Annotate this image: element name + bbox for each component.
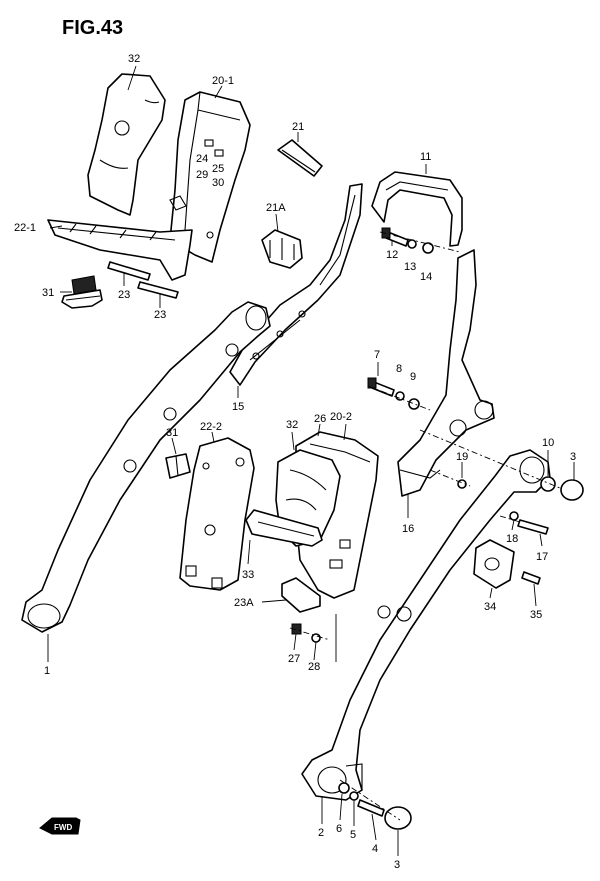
- part-22-2-bracket-lower: [179, 437, 255, 591]
- callout-21a: 21A: [266, 202, 286, 214]
- callout-16: 16: [402, 523, 414, 535]
- callout-10: 10: [542, 437, 554, 449]
- callout-29: 29: [196, 169, 208, 181]
- part-23a-block: [281, 577, 321, 613]
- callout-9: 9: [410, 371, 416, 383]
- callout-28: 28: [308, 661, 320, 673]
- callout-25: 25: [212, 163, 224, 175]
- callout-11: 11: [420, 151, 431, 163]
- callout-20-1: 20-1: [212, 75, 234, 87]
- callout-labels: 32 20-1 21 24 25 29 30 21A 22-1 31 23 23…: [14, 53, 576, 871]
- callout-23-a: 23: [118, 289, 130, 301]
- callout-24: 24: [196, 153, 208, 165]
- part-23-strips: [107, 261, 179, 299]
- callout-19: 19: [456, 451, 468, 463]
- callout-18: 18: [506, 533, 518, 545]
- callout-15: 15: [232, 401, 244, 413]
- part-21-reflector: [277, 139, 323, 177]
- fwd-arrow-icon: FWD: [39, 817, 81, 835]
- callout-34: 34: [484, 601, 496, 613]
- leader-lines: [47, 65, 575, 856]
- part-31-grommet-upper: [61, 275, 103, 309]
- callout-17: 17: [536, 551, 548, 563]
- callout-26: 26: [314, 413, 326, 425]
- callout-5: 5: [350, 829, 356, 841]
- callout-3-upper: 3: [570, 451, 576, 463]
- callout-31-lower: 31: [166, 427, 178, 439]
- part-20-1-housing-upper: [169, 91, 251, 263]
- callout-32: 32: [128, 53, 140, 65]
- part-2-right-frame-tube: [301, 449, 551, 801]
- callout-13: 13: [404, 261, 416, 273]
- callout-23a: 23A: [234, 597, 254, 609]
- callout-22-1: 22-1: [14, 222, 36, 234]
- callout-12: 12: [386, 249, 398, 261]
- callout-14: 14: [420, 271, 432, 283]
- callout-6: 6: [336, 823, 342, 835]
- part-32-cover-upper: [87, 73, 166, 216]
- part-34-mount-bracket: [473, 539, 515, 589]
- assembly-lines: [289, 231, 561, 821]
- figure-title: FIG.43: [62, 17, 123, 39]
- callout-32-lower: 32: [286, 419, 298, 431]
- part-21a-clip: [261, 229, 303, 269]
- callout-21: 21: [292, 121, 304, 133]
- callout-1: 1: [44, 665, 50, 677]
- part-16-rear-frame: [397, 249, 495, 497]
- callout-31-upper: 31: [42, 287, 54, 299]
- callout-2: 2: [318, 827, 324, 839]
- callout-35: 35: [530, 609, 542, 621]
- callout-30: 30: [212, 177, 224, 189]
- fwd-label: FWD: [54, 823, 72, 832]
- part-11-grab-handle: [371, 171, 463, 247]
- callout-22-2: 22-2: [200, 421, 222, 433]
- callout-7: 7: [374, 349, 380, 361]
- part-1-left-frame-tube: [21, 301, 271, 633]
- part-33-strap: [245, 509, 323, 547]
- callout-20-2: 20-2: [330, 411, 352, 423]
- callout-3-lower: 3: [394, 859, 400, 871]
- callout-23-b: 23: [154, 309, 166, 321]
- part-31-grommet-lower: [165, 453, 191, 479]
- callout-8: 8: [396, 363, 402, 375]
- callout-4: 4: [372, 843, 378, 855]
- callout-33: 33: [242, 569, 254, 581]
- part-22-1-bracket-upper: [47, 219, 193, 281]
- part-15-side-rail: [229, 183, 363, 386]
- callout-27: 27: [288, 653, 300, 665]
